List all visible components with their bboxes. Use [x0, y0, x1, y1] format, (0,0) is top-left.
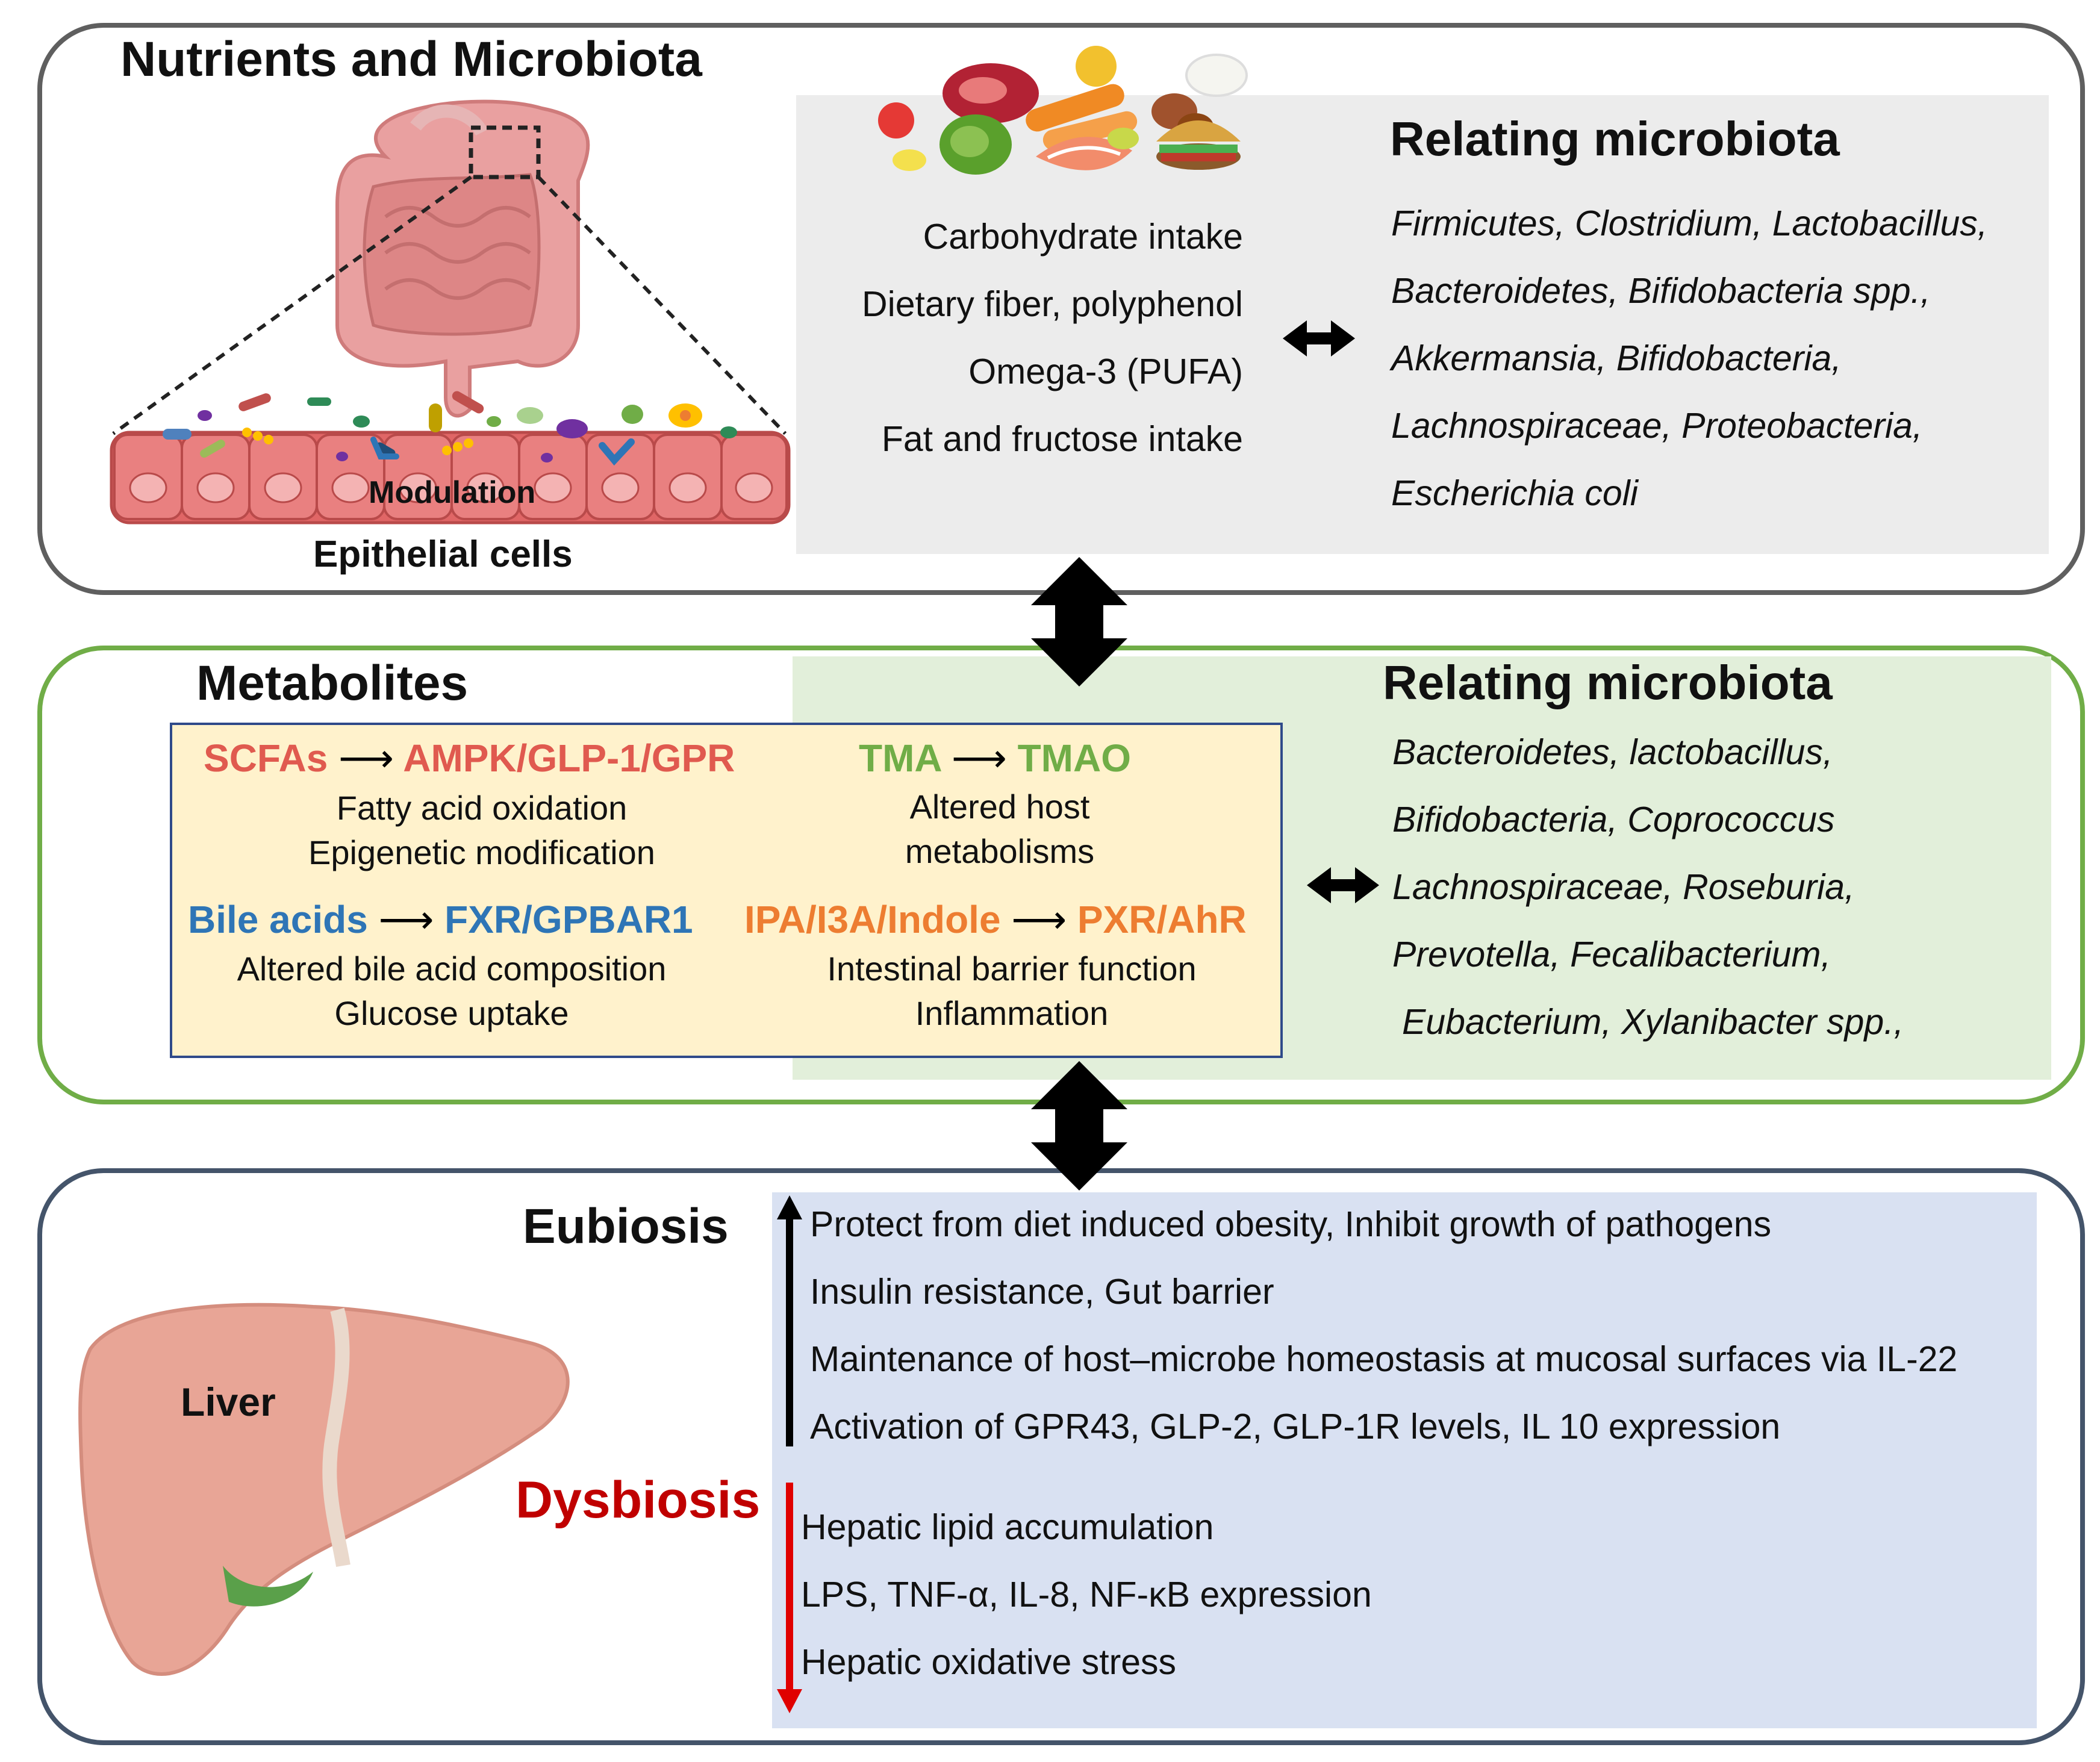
pathway-tma-effects: Altered host metabolisms	[855, 785, 1144, 874]
eubiosis-item: Maintenance of host–microbe homeostasis …	[810, 1339, 1958, 1379]
intake-item: Dietary fiber, polyphenol	[862, 284, 1243, 324]
pathway-to: AMPK/GLP-1/GPR	[403, 736, 735, 780]
pathway-to: FXR/GPBAR1	[444, 898, 693, 941]
pathway-effect: Altered host	[909, 788, 1090, 826]
pathway-from: TMA	[859, 736, 941, 780]
pathway-effect: Inflammation	[915, 994, 1109, 1032]
microbiota-line: Eubacterium, Xylanibacter spp.,	[1402, 1002, 1904, 1042]
eubiosis-label: Eubiosis	[523, 1199, 729, 1254]
pathway-arrow: ⟶	[338, 736, 394, 780]
nutrients-title: Nutrients and Microbiota	[120, 32, 702, 87]
pathway-from: Bile acids	[188, 898, 368, 941]
pathway-effect: Fatty acid oxidation	[336, 789, 628, 827]
pathway-to: PXR/AhR	[1077, 898, 1247, 941]
microbiota-line: Akkermansia, Bifidobacteria,	[1391, 338, 1842, 378]
pathway-bile-effects: Altered bile acid composition Glucose up…	[199, 947, 705, 1036]
liver-blue-box	[772, 1192, 2037, 1728]
pathway-from: SCFAs	[204, 736, 328, 780]
eubiosis-item: Insulin resistance, Gut barrier	[810, 1272, 1274, 1312]
pathway-from: IPA/I3A/Indole	[744, 898, 1001, 941]
intake-item: Fat and fructose intake	[881, 419, 1243, 459]
pathway-effect: Intestinal barrier function	[827, 950, 1197, 988]
metabolites-relating-title: Relating microbiota	[1383, 656, 1833, 709]
microbiota-line: Lachnospiraceae, Proteobacteria,	[1391, 406, 1923, 446]
pathway-ipa: IPA/I3A/Indole ⟶ PXR/AhR	[744, 897, 1247, 942]
pathway-bile-acids: Bile acids ⟶ FXR/GPBAR1	[188, 897, 693, 942]
metabolites-yellow-box	[170, 723, 1283, 1058]
epithelial-cells-label: Epithelial cells	[313, 534, 573, 575]
dysbiosis-item: Hepatic lipid accumulation	[801, 1507, 1214, 1547]
pathway-effect: metabolisms	[905, 832, 1095, 870]
dysbiosis-label: Dysbiosis	[516, 1471, 761, 1529]
pathway-tma: TMA ⟶ TMAO	[859, 736, 1131, 781]
intake-list: Carbohydrate intake Dietary fiber, polyp…	[801, 203, 1243, 473]
nutrients-microbiota-list: Firmicutes, Clostridium, Lactobacillus, …	[1391, 190, 1987, 527]
pathway-scfa-effects: Fatty acid oxidation Epigenetic modifica…	[229, 786, 735, 875]
pathway-effect: Glucose uptake	[334, 994, 569, 1032]
eubiosis-item: Activation of GPR43, GLP-2, GLP-1R level…	[810, 1407, 1781, 1446]
eubiosis-list: Protect from diet induced obesity, Inhib…	[810, 1191, 1957, 1460]
modulation-label: Modulation	[369, 475, 536, 510]
pathway-effect: Epigenetic modification	[308, 833, 655, 871]
dysbiosis-item: LPS, TNF-α, IL-8, NF-κB expression	[801, 1575, 1372, 1614]
pathway-ipa-effects: Intestinal barrier function Inflammation	[783, 947, 1241, 1036]
pathway-to: TMAO	[1017, 736, 1131, 780]
microbiota-line: Bacteroidetes, Bifidobacteria spp.,	[1391, 271, 1931, 311]
eubiosis-item: Protect from diet induced obesity, Inhib…	[810, 1204, 1772, 1244]
dysbiosis-item: Hepatic oxidative stress	[801, 1642, 1177, 1682]
pathway-arrow: ⟶	[378, 898, 434, 941]
metabolites-title: Metabolites	[196, 656, 469, 711]
metabolites-microbiota-list: Bacteroidetes, lactobacillus, Bifidobact…	[1392, 718, 1904, 1056]
intake-item: Carbohydrate intake	[923, 217, 1243, 257]
pathway-arrow: ⟶	[1011, 898, 1067, 941]
microbiota-line: Lachnospiraceae, Roseburia,	[1392, 867, 1855, 907]
dysbiosis-list: Hepatic lipid accumulation LPS, TNF-α, I…	[801, 1493, 1372, 1696]
microbiota-line: Bifidobacteria, Coprococcus	[1392, 800, 1835, 839]
microbiota-line: Prevotella, Fecalibacterium,	[1392, 935, 1831, 974]
liver-label: Liver	[181, 1380, 276, 1424]
microbiota-line: Escherichia coli	[1391, 473, 1638, 513]
pathway-effect: Altered bile acid composition	[237, 950, 667, 988]
microbiota-line: Firmicutes, Clostridium, Lactobacillus,	[1391, 204, 1988, 243]
intake-item: Omega-3 (PUFA)	[968, 352, 1243, 391]
pathway-scfa: SCFAs ⟶ AMPK/GLP-1/GPR	[204, 736, 735, 781]
nutrients-relating-title: Relating microbiota	[1390, 112, 1840, 166]
microbiota-line: Bacteroidetes, lactobacillus,	[1392, 732, 1833, 772]
pathway-arrow: ⟶	[952, 736, 1007, 780]
